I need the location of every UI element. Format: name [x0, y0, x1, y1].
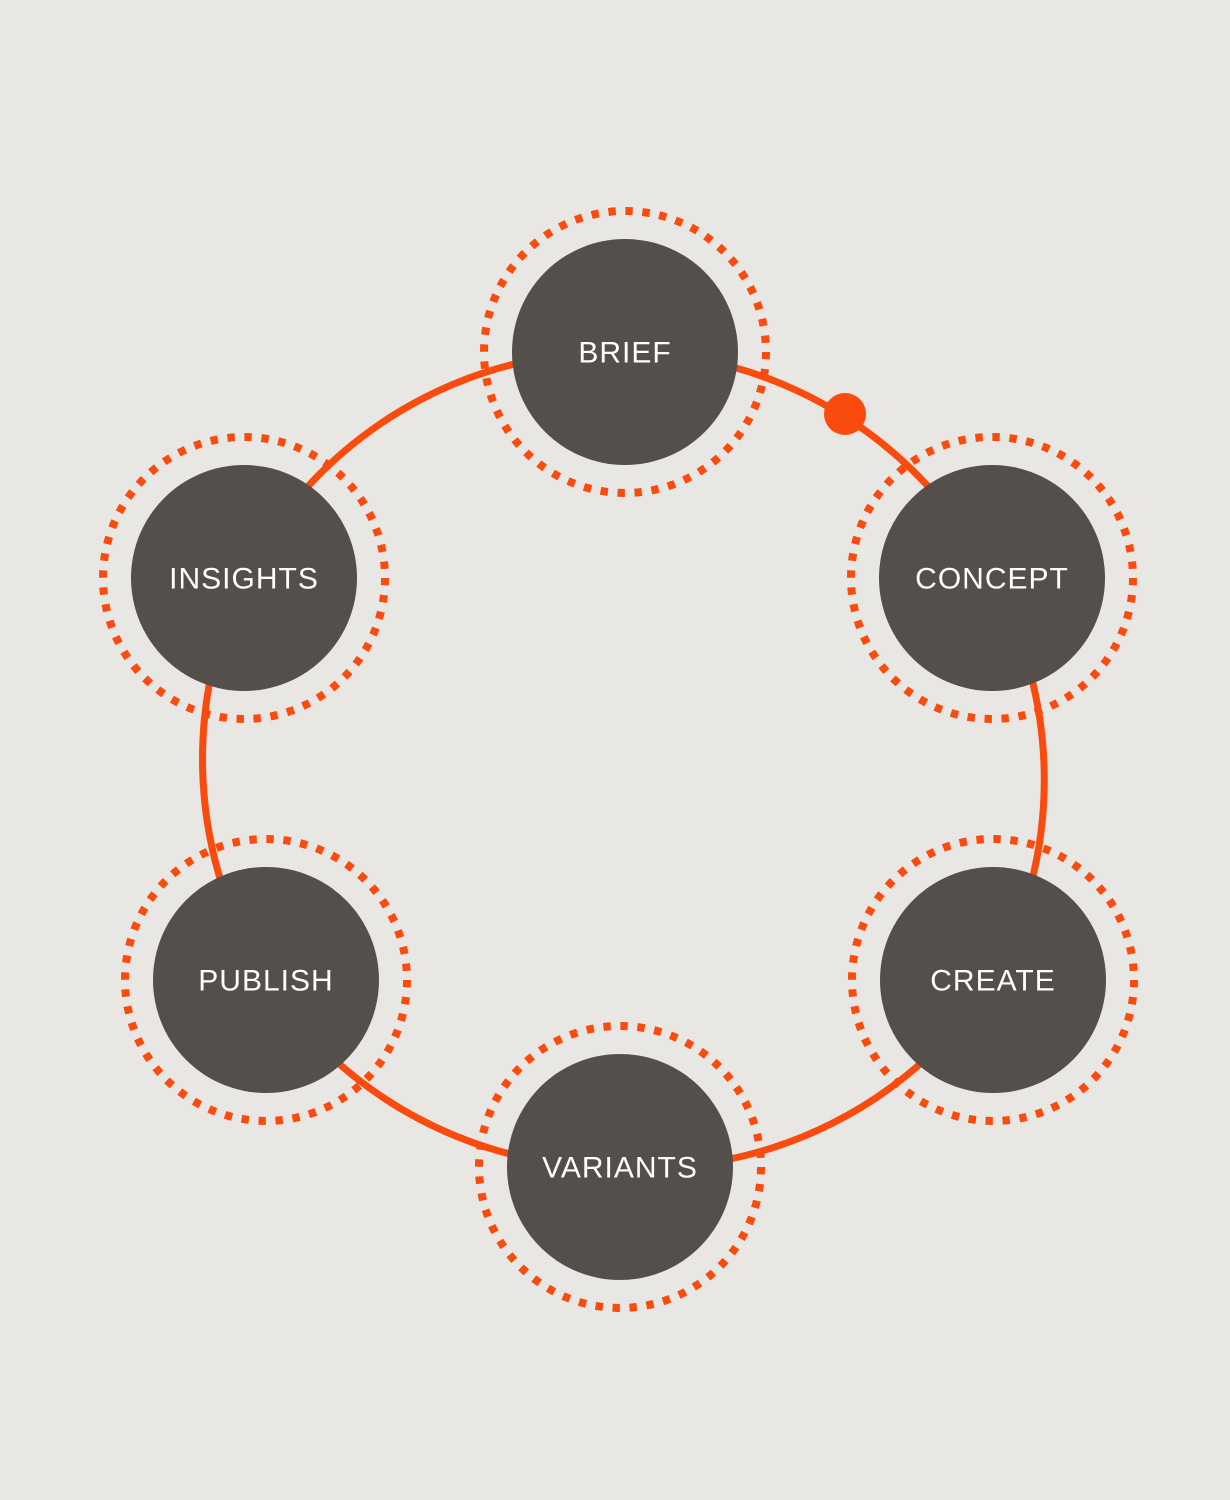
node-insights: INSIGHTS: [99, 433, 389, 723]
node-label: VARIANTS: [542, 1152, 698, 1185]
dotted-ring: [848, 835, 1138, 1125]
node-label: PUBLISH: [198, 965, 333, 998]
node-circle: [512, 239, 738, 465]
node-publish: PUBLISH: [121, 835, 411, 1125]
dotted-ring: [121, 835, 411, 1125]
dotted-ring: [475, 1022, 765, 1312]
node-brief: BRIEF: [480, 207, 770, 497]
node-variants: VARIANTS: [475, 1022, 765, 1312]
dotted-ring: [99, 433, 389, 723]
node-label: BRIEF: [578, 337, 671, 370]
node-concept: CONCEPT: [847, 433, 1137, 723]
node-circle: [880, 867, 1106, 1093]
node-label: INSIGHTS: [169, 563, 319, 596]
dotted-ring: [480, 207, 770, 497]
progress-dot: [824, 393, 866, 435]
node-circle: [153, 867, 379, 1093]
node-create: CREATE: [848, 835, 1138, 1125]
dotted-ring: [847, 433, 1137, 723]
node-circle: [507, 1054, 733, 1280]
node-circle: [879, 465, 1105, 691]
node-label: CONCEPT: [915, 563, 1069, 596]
node-label: CREATE: [930, 965, 1055, 998]
node-circle: [131, 465, 357, 691]
